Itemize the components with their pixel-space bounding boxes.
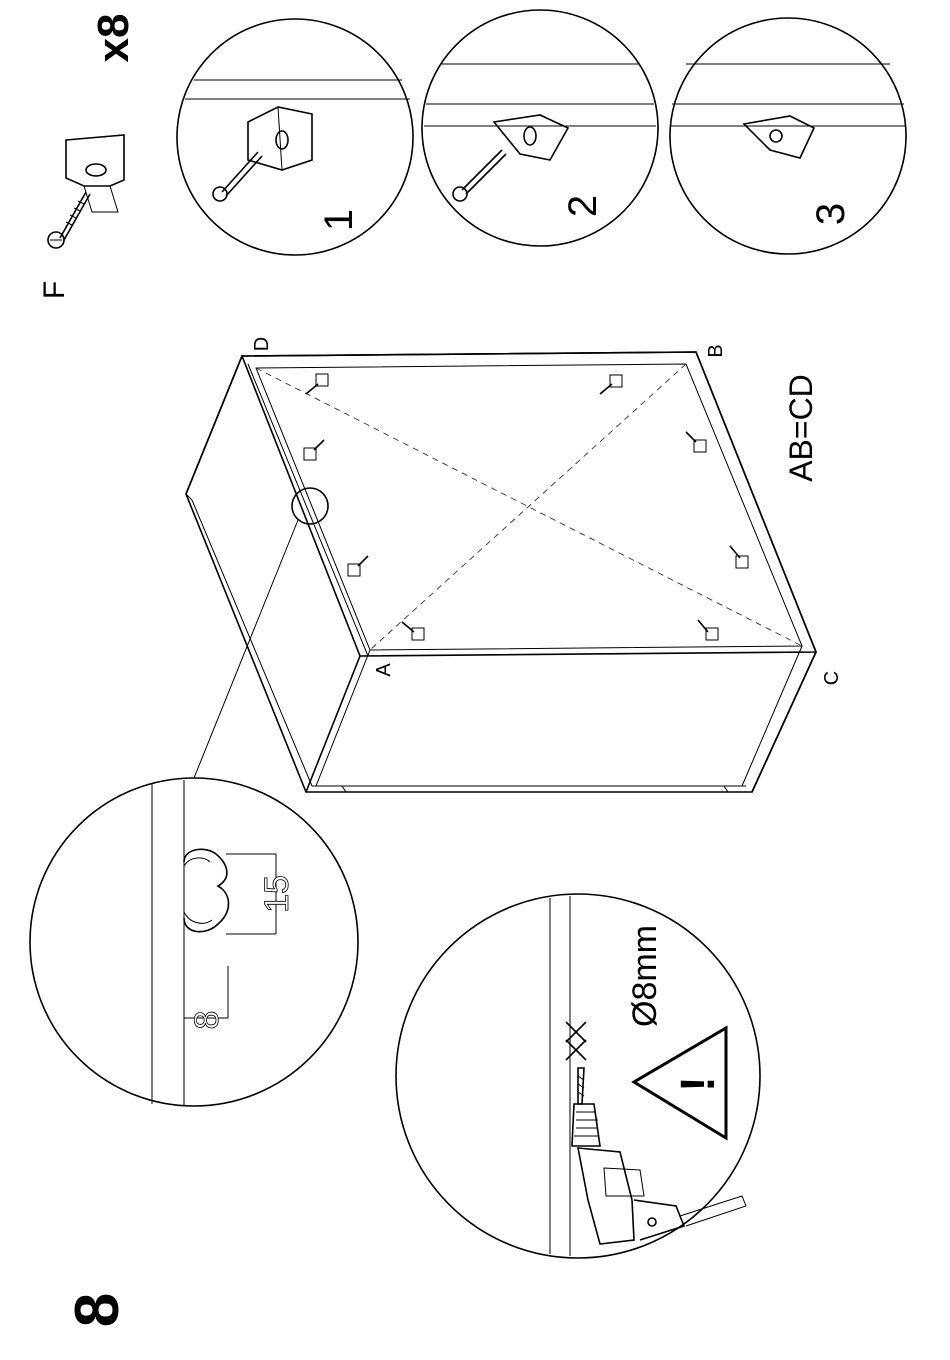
bracket-marker <box>402 622 424 640</box>
corner-label-a: A <box>373 663 395 677</box>
substep-1-circle: 1 <box>177 19 413 255</box>
warning-glyph: ! <box>672 1076 725 1092</box>
bracket-marker <box>304 440 324 460</box>
cabinet-box <box>186 352 816 792</box>
screw-icon <box>48 192 90 248</box>
part-label: F <box>38 281 71 299</box>
substep-3-circle: 3 <box>670 18 906 254</box>
dimension-depth: 15 <box>258 875 296 913</box>
screw-icon <box>213 152 262 201</box>
bracket-marker <box>698 620 718 640</box>
drill-warning-circle: ! <box>396 894 760 1258</box>
bracket-marker <box>600 375 622 394</box>
hole-detail-circle <box>30 778 358 1106</box>
step-number: 8 <box>63 1293 132 1327</box>
substep-number: 3 <box>809 203 853 225</box>
no-drill-mark-icon <box>566 1022 586 1060</box>
substep-number: 1 <box>317 209 361 231</box>
substep-number: 2 <box>561 195 605 217</box>
bracket-marker <box>306 374 328 394</box>
bracket-markers <box>304 374 748 640</box>
dimension-edge: 8 <box>188 1011 226 1030</box>
corner-label-b: B <box>705 344 727 357</box>
bracket-marker <box>348 556 368 576</box>
part-f-icon <box>48 135 124 248</box>
measurement-equation: AB=CD <box>783 374 819 482</box>
corner-label-c: C <box>821 671 843 685</box>
part-quantity: x8 <box>89 14 138 63</box>
drill-diameter: Ø8mm <box>626 925 664 1027</box>
bracket-marker <box>686 432 706 452</box>
corner-label-d: D <box>251 337 273 351</box>
screw-icon <box>453 150 506 201</box>
bracket-marker <box>730 546 748 568</box>
substep-2-circle: 2 <box>422 10 658 246</box>
